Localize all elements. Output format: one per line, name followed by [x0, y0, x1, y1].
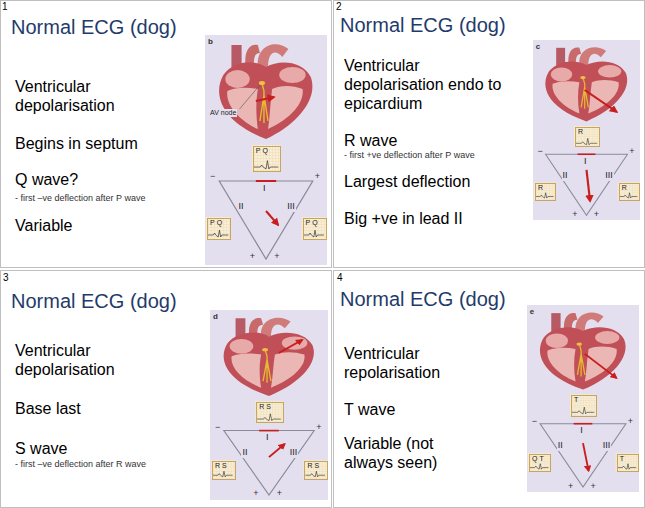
- sub-note: - first +ve deflection after P wave: [344, 150, 529, 161]
- lead-label: II: [562, 170, 569, 181]
- illustration-2: [533, 40, 640, 220]
- polarity-sign: +: [629, 146, 634, 157]
- polarity-sign: +: [315, 171, 320, 182]
- lead-ii-trace-box: R: [535, 183, 556, 200]
- polarity-sign: −: [210, 171, 215, 182]
- polarity-sign: −: [537, 146, 542, 157]
- polarity-sign: −: [532, 416, 537, 427]
- slide-number: 1: [2, 1, 8, 13]
- lead-iii-trace-box: T: [617, 454, 639, 472]
- wave-letter: R: [578, 128, 583, 136]
- slide-panel: Normal ECG (dog) Ventricular depolarisati…: [0, 270, 332, 508]
- bullet-text: Begins in septum: [15, 134, 190, 153]
- lead-i-trace-box: PQ: [253, 146, 281, 172]
- wave-letter: R: [622, 184, 627, 192]
- wave-letter: T: [539, 455, 543, 463]
- bullet-text: Variable: [15, 216, 190, 235]
- slide-panel: Normal ECG (dog) Ventricular repolarisati…: [333, 270, 645, 508]
- polarity-sign: +: [628, 416, 633, 427]
- figure-letter: c: [536, 42, 540, 52]
- wave-letter: R: [538, 184, 543, 192]
- illustration-1: [205, 35, 327, 265]
- wave-letter: Q: [262, 147, 267, 155]
- sub-note: - first –ve deflection after P wave: [15, 193, 200, 204]
- lead-ii-trace-box: QT: [529, 454, 551, 472]
- illustration-4: [527, 305, 639, 492]
- bullet-text: Ventricular depolarisation: [15, 341, 190, 379]
- slide-number: 4: [337, 272, 343, 284]
- wave-letter: S: [222, 462, 227, 470]
- slide-title: Normal ECG (dog): [11, 15, 201, 39]
- lead-label: III: [604, 170, 614, 181]
- lead-i-trace-box: R: [575, 127, 600, 147]
- slide-panel: Normal ECG (dog) Ventricular depolarisati…: [0, 0, 332, 268]
- polarity-sign: +: [274, 251, 279, 262]
- polarity-sign: −: [215, 422, 220, 433]
- lead-iii-trace-box: R: [619, 183, 640, 200]
- wave-letter: Q: [217, 219, 222, 227]
- slide-title: Normal ECG (dog): [340, 287, 530, 311]
- wave-letter: T: [620, 455, 624, 463]
- figure-letter: d: [213, 312, 218, 322]
- lead-label: I: [579, 425, 584, 436]
- polarity-sign: +: [572, 209, 577, 220]
- lead-ii-trace-box: RS: [212, 461, 236, 479]
- bullet-text: T wave: [344, 400, 514, 419]
- polarity-sign: +: [250, 251, 255, 262]
- sub-note: - first –ve deflection after R wave: [15, 459, 205, 470]
- bullet-text: Ventricular depolarisation: [15, 77, 190, 115]
- lead-i-trace-box: RS: [256, 402, 284, 423]
- wave-letter: P: [306, 219, 311, 227]
- slide-number: 3: [3, 272, 9, 284]
- wave-letter: R: [215, 462, 220, 470]
- polarity-sign: +: [568, 481, 573, 492]
- wave-letter: R: [307, 462, 312, 470]
- bullet-text: R wave: [344, 131, 524, 150]
- lead-iii-trace-box: RS: [304, 461, 328, 479]
- slide-panel: Normal ECG (dog) Ventricular depolarisati…: [333, 0, 645, 268]
- bullet-text: Largest deflection: [344, 172, 524, 191]
- polarity-sign: +: [590, 481, 595, 492]
- figure-letter: e: [530, 307, 534, 317]
- anatomy-label: AV node: [209, 109, 237, 117]
- bullet-text: Big +ve in lead II: [344, 209, 524, 228]
- lead-label: II: [557, 440, 564, 451]
- lead-label: I: [265, 432, 270, 443]
- bullet-text: Q wave?: [15, 170, 190, 189]
- lead-label: III: [286, 201, 296, 212]
- slide-title: Normal ECG (dog): [11, 289, 201, 313]
- wave-letter: P: [210, 219, 215, 227]
- slide-number: 2: [336, 1, 342, 13]
- slide-title: Normal ECG (dog): [340, 13, 530, 37]
- wave-letter: Q: [532, 455, 537, 463]
- polarity-sign: +: [316, 422, 321, 433]
- lead-label: II: [241, 447, 248, 458]
- wave-letter: S: [314, 462, 319, 470]
- lead-label: I: [262, 183, 267, 194]
- bullet-text: Variable (not always seen): [344, 434, 469, 472]
- polarity-sign: +: [594, 209, 599, 220]
- lead-label: III: [602, 440, 612, 451]
- lead-iii-trace-box: PQ: [303, 218, 327, 240]
- lead-label: I: [583, 156, 588, 167]
- bullet-text: Base last: [15, 399, 190, 418]
- wave-letter: Q: [312, 219, 317, 227]
- wave-letter: S: [266, 403, 271, 411]
- wave-letter: R: [259, 403, 264, 411]
- wave-letter: T: [574, 396, 578, 404]
- illustration-3: [210, 310, 328, 500]
- wave-letter: P: [256, 147, 261, 155]
- lead-ii-trace-box: PQ: [207, 218, 231, 240]
- bullet-text: Ventricular depolarisation endo to epica…: [344, 56, 504, 114]
- bullet-text: S wave: [15, 439, 190, 458]
- polarity-sign: +: [277, 488, 282, 499]
- lead-label: III: [289, 447, 299, 458]
- figure-letter: b: [208, 37, 213, 47]
- bullet-text: Ventricular repolarisation: [344, 344, 514, 382]
- lead-i-trace-box: T: [571, 395, 597, 416]
- lead-label: II: [238, 201, 245, 212]
- polarity-sign: +: [253, 488, 258, 499]
